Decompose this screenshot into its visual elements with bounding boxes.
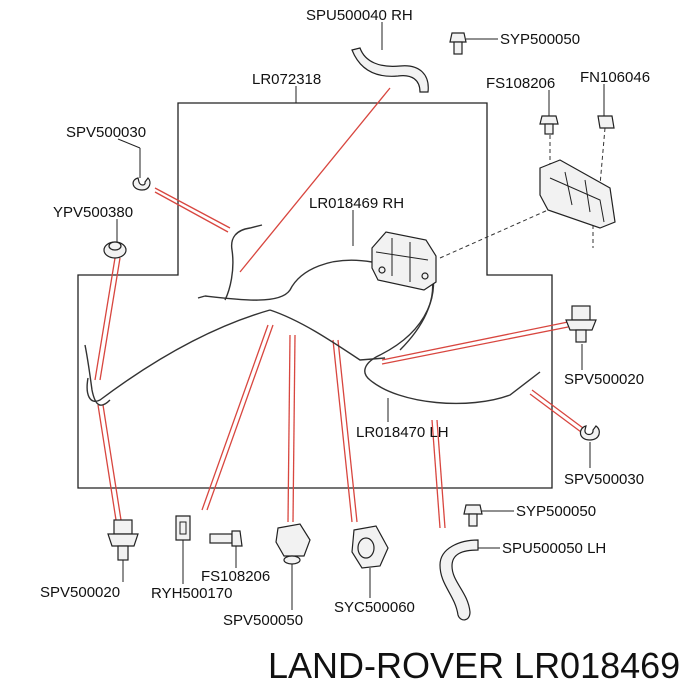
red-pointer-lines bbox=[94, 87, 584, 529]
mounting-bracket bbox=[539, 159, 616, 229]
label-syp500050-top: SYP500050 bbox=[500, 31, 580, 48]
grommet-spu500040-rh bbox=[351, 47, 429, 93]
grommet-ypv500380 bbox=[103, 241, 127, 259]
label-ypv500380: YPV500380 bbox=[53, 204, 133, 221]
label-fs108206-top: FS108206 bbox=[486, 75, 555, 92]
label-ryh500170: RYH500170 bbox=[151, 585, 232, 602]
clamp-syc500060 bbox=[351, 525, 389, 569]
label-lr018469-rh: LR018469 RH bbox=[309, 195, 404, 212]
clip-spv500030-right bbox=[579, 425, 600, 441]
clip-spv500030-left bbox=[132, 177, 151, 191]
assembly-frame bbox=[77, 102, 553, 489]
cable-runs bbox=[84, 224, 541, 406]
label-fs108206-bottom: FS108206 bbox=[201, 568, 270, 585]
label-spv500030-left: SPV500030 bbox=[66, 124, 146, 141]
bolt-syp500050-bottom bbox=[463, 504, 483, 527]
label-spu500040-rh: SPU500040 RH bbox=[306, 7, 413, 24]
grommet-spu500050-lh bbox=[439, 539, 479, 621]
cable-lr018469-rh bbox=[204, 259, 373, 301]
cable-lr018469-lower bbox=[86, 309, 271, 402]
bolt-fs108206-top bbox=[539, 115, 559, 135]
label-lr018470-lh: LR018470 LH bbox=[356, 424, 449, 441]
parking-brake-module bbox=[371, 231, 437, 291]
brand-caption: LAND-ROVER LR018469 bbox=[268, 645, 680, 686]
label-spv500020-right: SPV500020 bbox=[564, 371, 644, 388]
clip-ryh500170 bbox=[175, 515, 191, 541]
grommet-spv500050 bbox=[275, 523, 311, 565]
label-fn106046: FN106046 bbox=[580, 69, 650, 86]
fastener-spv500020-left bbox=[107, 519, 139, 561]
fastener-spv500020-right bbox=[565, 305, 597, 343]
label-syc500060: SYC500060 bbox=[334, 599, 415, 616]
bolt-syp500050-top bbox=[449, 32, 467, 55]
label-spv500020-left: SPV500020 bbox=[40, 584, 120, 601]
label-spv500030-right: SPV500030 bbox=[564, 471, 644, 488]
label-syp500050-bottom: SYP500050 bbox=[516, 503, 596, 520]
bolt-fs108206-bottom bbox=[209, 530, 243, 547]
part-labels: SPU500040 RH SYP500050 LR072318 FS108206… bbox=[40, 7, 650, 629]
leader-lines bbox=[116, 22, 605, 610]
cable-lr072318 bbox=[224, 224, 263, 301]
label-lr072318: LR072318 bbox=[252, 71, 321, 88]
label-spu500050-lh: SPU500050 LH bbox=[502, 540, 606, 557]
cable-lr018470-lh bbox=[364, 264, 541, 405]
nut-fn106046 bbox=[597, 115, 615, 129]
label-spv500050: SPV500050 bbox=[223, 612, 303, 629]
